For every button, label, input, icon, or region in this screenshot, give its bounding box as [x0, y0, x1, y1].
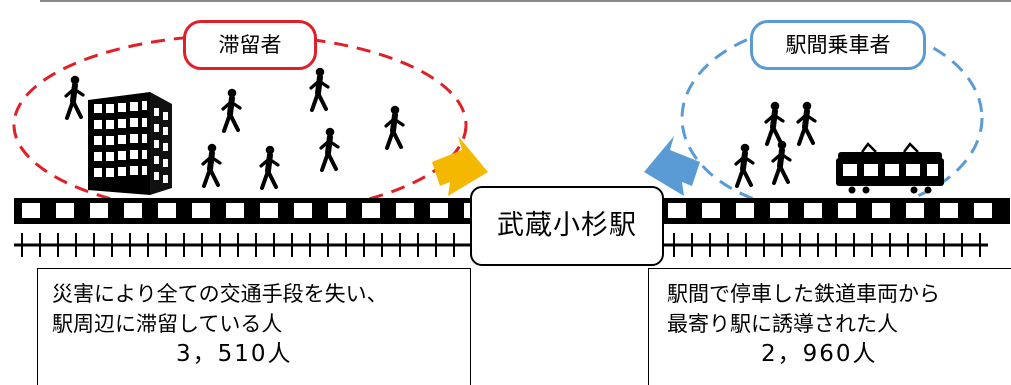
right-count: 2，960人	[761, 341, 878, 367]
left-group-label: 滞留者	[183, 20, 317, 70]
left-description-line1: 災害により全ての交通手段を失い、	[52, 282, 388, 306]
train-icon	[836, 142, 944, 194]
station-name: 武蔵小杉駅	[470, 186, 664, 266]
left-count: 3，510人	[176, 341, 293, 367]
right-description-line2: 最寄り駅に誘導された人	[667, 312, 898, 336]
arrow-icon	[644, 136, 700, 196]
right-info-box: 駅間で停車した鉄道車両から 最寄り駅に誘導された人 2，960人	[648, 268, 1011, 385]
right-group-label: 駅間乗車者	[750, 20, 926, 70]
left-description-line2: 駅周辺に滞留している人	[52, 312, 283, 336]
left-info-box: 災害により全ての交通手段を失い、 駅周辺に滞留している人 3，510人	[37, 268, 471, 385]
top-divider	[40, 0, 1011, 2]
arrow-icon	[432, 136, 488, 196]
right-description-line1: 駅間で停車した鉄道車両から	[667, 282, 940, 306]
pedestrian-icon	[736, 102, 815, 186]
office-building-icon	[88, 92, 172, 195]
